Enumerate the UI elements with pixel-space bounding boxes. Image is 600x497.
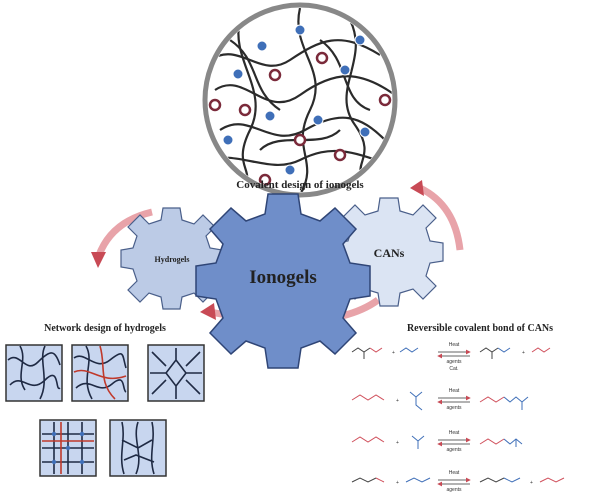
condition-top: Heat — [449, 388, 460, 394]
condition-top: Heat — [449, 430, 460, 436]
svg-text:+: + — [396, 440, 399, 446]
gear-right-label: CANs — [374, 246, 405, 260]
curved-arrow-icon — [410, 180, 464, 251]
reaction-schemes: + Heat agents Cat. + + Heat agents — [351, 342, 565, 493]
gear-left-label: Hydrogels — [155, 255, 190, 264]
gear-center-label: Ionogels — [249, 267, 317, 288]
network-tile — [109, 419, 167, 477]
condition-bottom: Cat. — [449, 366, 458, 372]
condition-top: Heat — [449, 470, 460, 476]
reaction-row: + Heat agents + — [351, 470, 565, 493]
svg-text:+: + — [530, 480, 533, 486]
network-tile — [39, 419, 97, 477]
curved-arrow-icon — [91, 208, 153, 268]
condition-mid: agents — [446, 447, 462, 453]
reaction-row: + Heat agents Cat. + — [351, 342, 551, 372]
section-title-cans: Reversible covalent bond of CANs — [407, 323, 553, 334]
ionogel-network-circle — [202, 2, 398, 198]
svg-text:+: + — [396, 480, 399, 486]
hydrogel-network-tiles — [5, 344, 205, 477]
condition-top: Heat — [449, 342, 460, 348]
ions — [208, 24, 392, 187]
gear-center: Ionogels — [195, 193, 371, 369]
diagram-title: Covalent design of ionogels — [236, 179, 364, 191]
network-tile — [71, 344, 129, 402]
svg-text:+: + — [522, 350, 525, 356]
svg-text:+: + — [396, 398, 399, 404]
network-tile — [147, 344, 205, 402]
condition-mid: agents — [446, 359, 462, 365]
network-tile — [5, 344, 63, 402]
reaction-row: + Heat agents — [351, 388, 529, 411]
section-title-hydrogels: Network design of hydrogels — [44, 323, 166, 334]
condition-mid: agents — [446, 487, 462, 493]
reaction-row: + Heat agents — [351, 430, 523, 453]
condition-mid: agents — [446, 405, 462, 411]
svg-text:+: + — [392, 350, 395, 356]
